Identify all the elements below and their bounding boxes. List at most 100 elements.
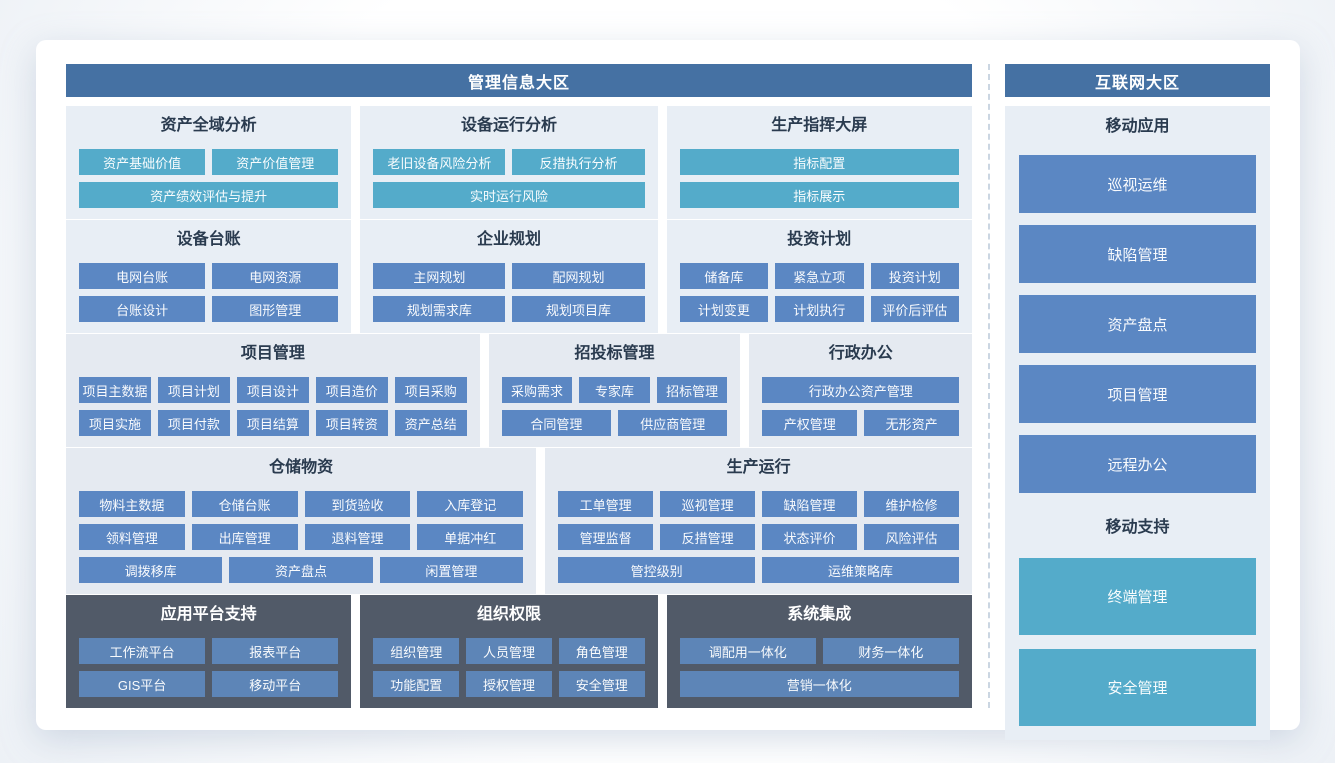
button-row: 调配用一体化财务一体化 — [679, 638, 959, 664]
module-button[interactable]: 移动平台 — [212, 671, 339, 697]
module-button[interactable]: 组织管理 — [373, 638, 460, 664]
module-button[interactable]: 项目造价 — [315, 377, 388, 403]
module-button[interactable]: 主网规划 — [373, 263, 506, 289]
module-button[interactable]: 营销一体化 — [679, 671, 959, 697]
module-button[interactable]: 电网资源 — [212, 263, 339, 289]
module-button[interactable]: 管理监督 — [558, 524, 654, 550]
module-button[interactable]: 报表平台 — [212, 638, 339, 664]
module-button[interactable]: 产权管理 — [762, 410, 858, 436]
button-row: 项目实施项目付款项目结算项目转资资产总结 — [79, 410, 467, 436]
card-title-app-platform-support: 应用平台支持 — [160, 606, 257, 623]
module-button[interactable]: 计划执行 — [775, 296, 864, 322]
module-button[interactable]: 台账设计 — [79, 296, 206, 322]
module-button[interactable]: 项目转资 — [315, 410, 388, 436]
module-button[interactable]: 资产盘点 — [229, 557, 373, 583]
module-button[interactable]: 安全管理 — [558, 671, 645, 697]
zone-header-internet: 互联网大区 — [1005, 64, 1270, 97]
module-button[interactable]: 老旧设备风险分析 — [373, 149, 506, 175]
module-button[interactable]: 财务一体化 — [822, 638, 959, 664]
zone-divider — [988, 64, 990, 708]
module-button[interactable]: 资产绩效评估与提升 — [79, 182, 339, 208]
module-button[interactable]: 供应商管理 — [618, 410, 728, 436]
module-button[interactable]: 物料主数据 — [79, 491, 185, 517]
module-button[interactable]: 维护检修 — [864, 491, 960, 517]
module-button[interactable]: 项目计划 — [157, 377, 230, 403]
module-button[interactable]: 配网规划 — [512, 263, 645, 289]
module-button[interactable]: 计划变更 — [679, 296, 769, 322]
module-button[interactable]: 风险评估 — [864, 524, 960, 550]
module-button[interactable]: 项目管理 — [1019, 365, 1256, 423]
card-asset-global-analysis: 资产全域分析资产基础价值资产价值管理资产绩效评估与提升 — [66, 106, 352, 219]
module-button[interactable]: 项目结算 — [236, 410, 309, 436]
module-button[interactable]: 闲置管理 — [379, 557, 524, 583]
button-row: 行政办公资产管理 — [762, 377, 959, 403]
module-button[interactable]: 资产总结 — [394, 410, 467, 436]
module-button[interactable]: 行政办公资产管理 — [762, 377, 959, 403]
module-button[interactable]: 入库登记 — [417, 491, 524, 517]
module-button[interactable]: 指标配置 — [679, 149, 959, 175]
module-button[interactable]: 角色管理 — [558, 638, 645, 664]
module-button[interactable]: 图形管理 — [212, 296, 339, 322]
card-warehouse-materials: 仓储物资物料主数据仓储台账到货验收入库登记领料管理出库管理退料管理单据冲红调拨移… — [66, 448, 537, 594]
module-button[interactable]: 安全管理 — [1019, 649, 1256, 726]
module-button[interactable]: 工作流平台 — [79, 638, 206, 664]
card-title-system-integration: 系统集成 — [787, 606, 852, 623]
module-button[interactable]: 储备库 — [679, 263, 769, 289]
module-button[interactable]: 出库管理 — [191, 524, 298, 550]
module-button[interactable]: 采购需求 — [501, 377, 573, 403]
module-button[interactable]: 工单管理 — [558, 491, 654, 517]
module-button[interactable]: 资产基础价值 — [79, 149, 206, 175]
module-button[interactable]: 运维策略库 — [762, 557, 960, 583]
module-button[interactable]: 项目设计 — [236, 377, 309, 403]
zone-internet: 互联网大区 移动应用巡视运维缺陷管理资产盘点项目管理远程办公移动支持终端管理安全… — [1005, 64, 1270, 740]
module-button[interactable]: 合同管理 — [501, 410, 612, 436]
module-button[interactable]: GIS平台 — [79, 671, 206, 697]
module-button[interactable]: 人员管理 — [466, 638, 552, 664]
module-button[interactable]: 单据冲红 — [417, 524, 524, 550]
module-button[interactable]: 资产盘点 — [1019, 295, 1256, 353]
module-button[interactable]: 规划项目库 — [512, 296, 645, 322]
module-button[interactable]: 到货验收 — [304, 491, 411, 517]
button-row: 功能配置授权管理安全管理 — [373, 671, 645, 697]
module-button[interactable]: 反措执行分析 — [512, 149, 645, 175]
module-button[interactable]: 招标管理 — [656, 377, 728, 403]
module-button[interactable]: 调拨移库 — [79, 557, 223, 583]
module-button[interactable]: 退料管理 — [304, 524, 411, 550]
module-button[interactable]: 规划需求库 — [373, 296, 506, 322]
card-title-enterprise-planning: 企业规划 — [476, 231, 541, 248]
module-button[interactable]: 项目实施 — [79, 410, 151, 436]
module-button[interactable]: 项目付款 — [157, 410, 230, 436]
module-button[interactable]: 领料管理 — [79, 524, 185, 550]
module-button[interactable]: 指标展示 — [679, 182, 959, 208]
module-button[interactable]: 实时运行风险 — [373, 182, 645, 208]
module-button[interactable]: 项目主数据 — [79, 377, 151, 403]
module-row: 设备台账电网台账电网资源台账设计图形管理企业规划主网规划配网规划规划需求库规划项… — [66, 220, 972, 333]
module-button[interactable]: 管控级别 — [558, 557, 756, 583]
module-button[interactable]: 专家库 — [579, 377, 650, 403]
module-button[interactable]: 巡视管理 — [660, 491, 756, 517]
card-title-warehouse-materials: 仓储物资 — [269, 459, 334, 476]
module-button[interactable]: 缺陷管理 — [1019, 225, 1256, 283]
card-title-mobile-support: 移动支持 — [1105, 519, 1170, 536]
module-button[interactable]: 紧急立项 — [775, 263, 864, 289]
module-button[interactable]: 巡视运维 — [1019, 155, 1256, 213]
module-button[interactable]: 反措管理 — [660, 524, 756, 550]
module-button[interactable]: 电网台账 — [79, 263, 206, 289]
module-button[interactable]: 评价后评估 — [870, 296, 959, 322]
module-button[interactable]: 远程办公 — [1019, 435, 1256, 493]
module-button[interactable]: 项目采购 — [394, 377, 467, 403]
module-button[interactable]: 缺陷管理 — [762, 491, 858, 517]
module-button[interactable]: 无形资产 — [864, 410, 959, 436]
module-button[interactable]: 调配用一体化 — [679, 638, 816, 664]
card-production-operation: 生产运行工单管理巡视管理缺陷管理维护检修管理监督反措管理状态评价风险评估管控级别… — [545, 448, 972, 594]
module-button[interactable]: 投资计划 — [870, 263, 959, 289]
module-button[interactable]: 终端管理 — [1019, 558, 1256, 635]
module-button[interactable]: 授权管理 — [466, 671, 552, 697]
module-button[interactable]: 资产价值管理 — [212, 149, 339, 175]
module-button[interactable]: 功能配置 — [373, 671, 460, 697]
module-button[interactable]: 状态评价 — [762, 524, 858, 550]
button-row: 指标配置 — [679, 149, 959, 175]
module-button[interactable]: 仓储台账 — [191, 491, 298, 517]
button-row: 储备库紧急立项投资计划 — [679, 263, 959, 289]
